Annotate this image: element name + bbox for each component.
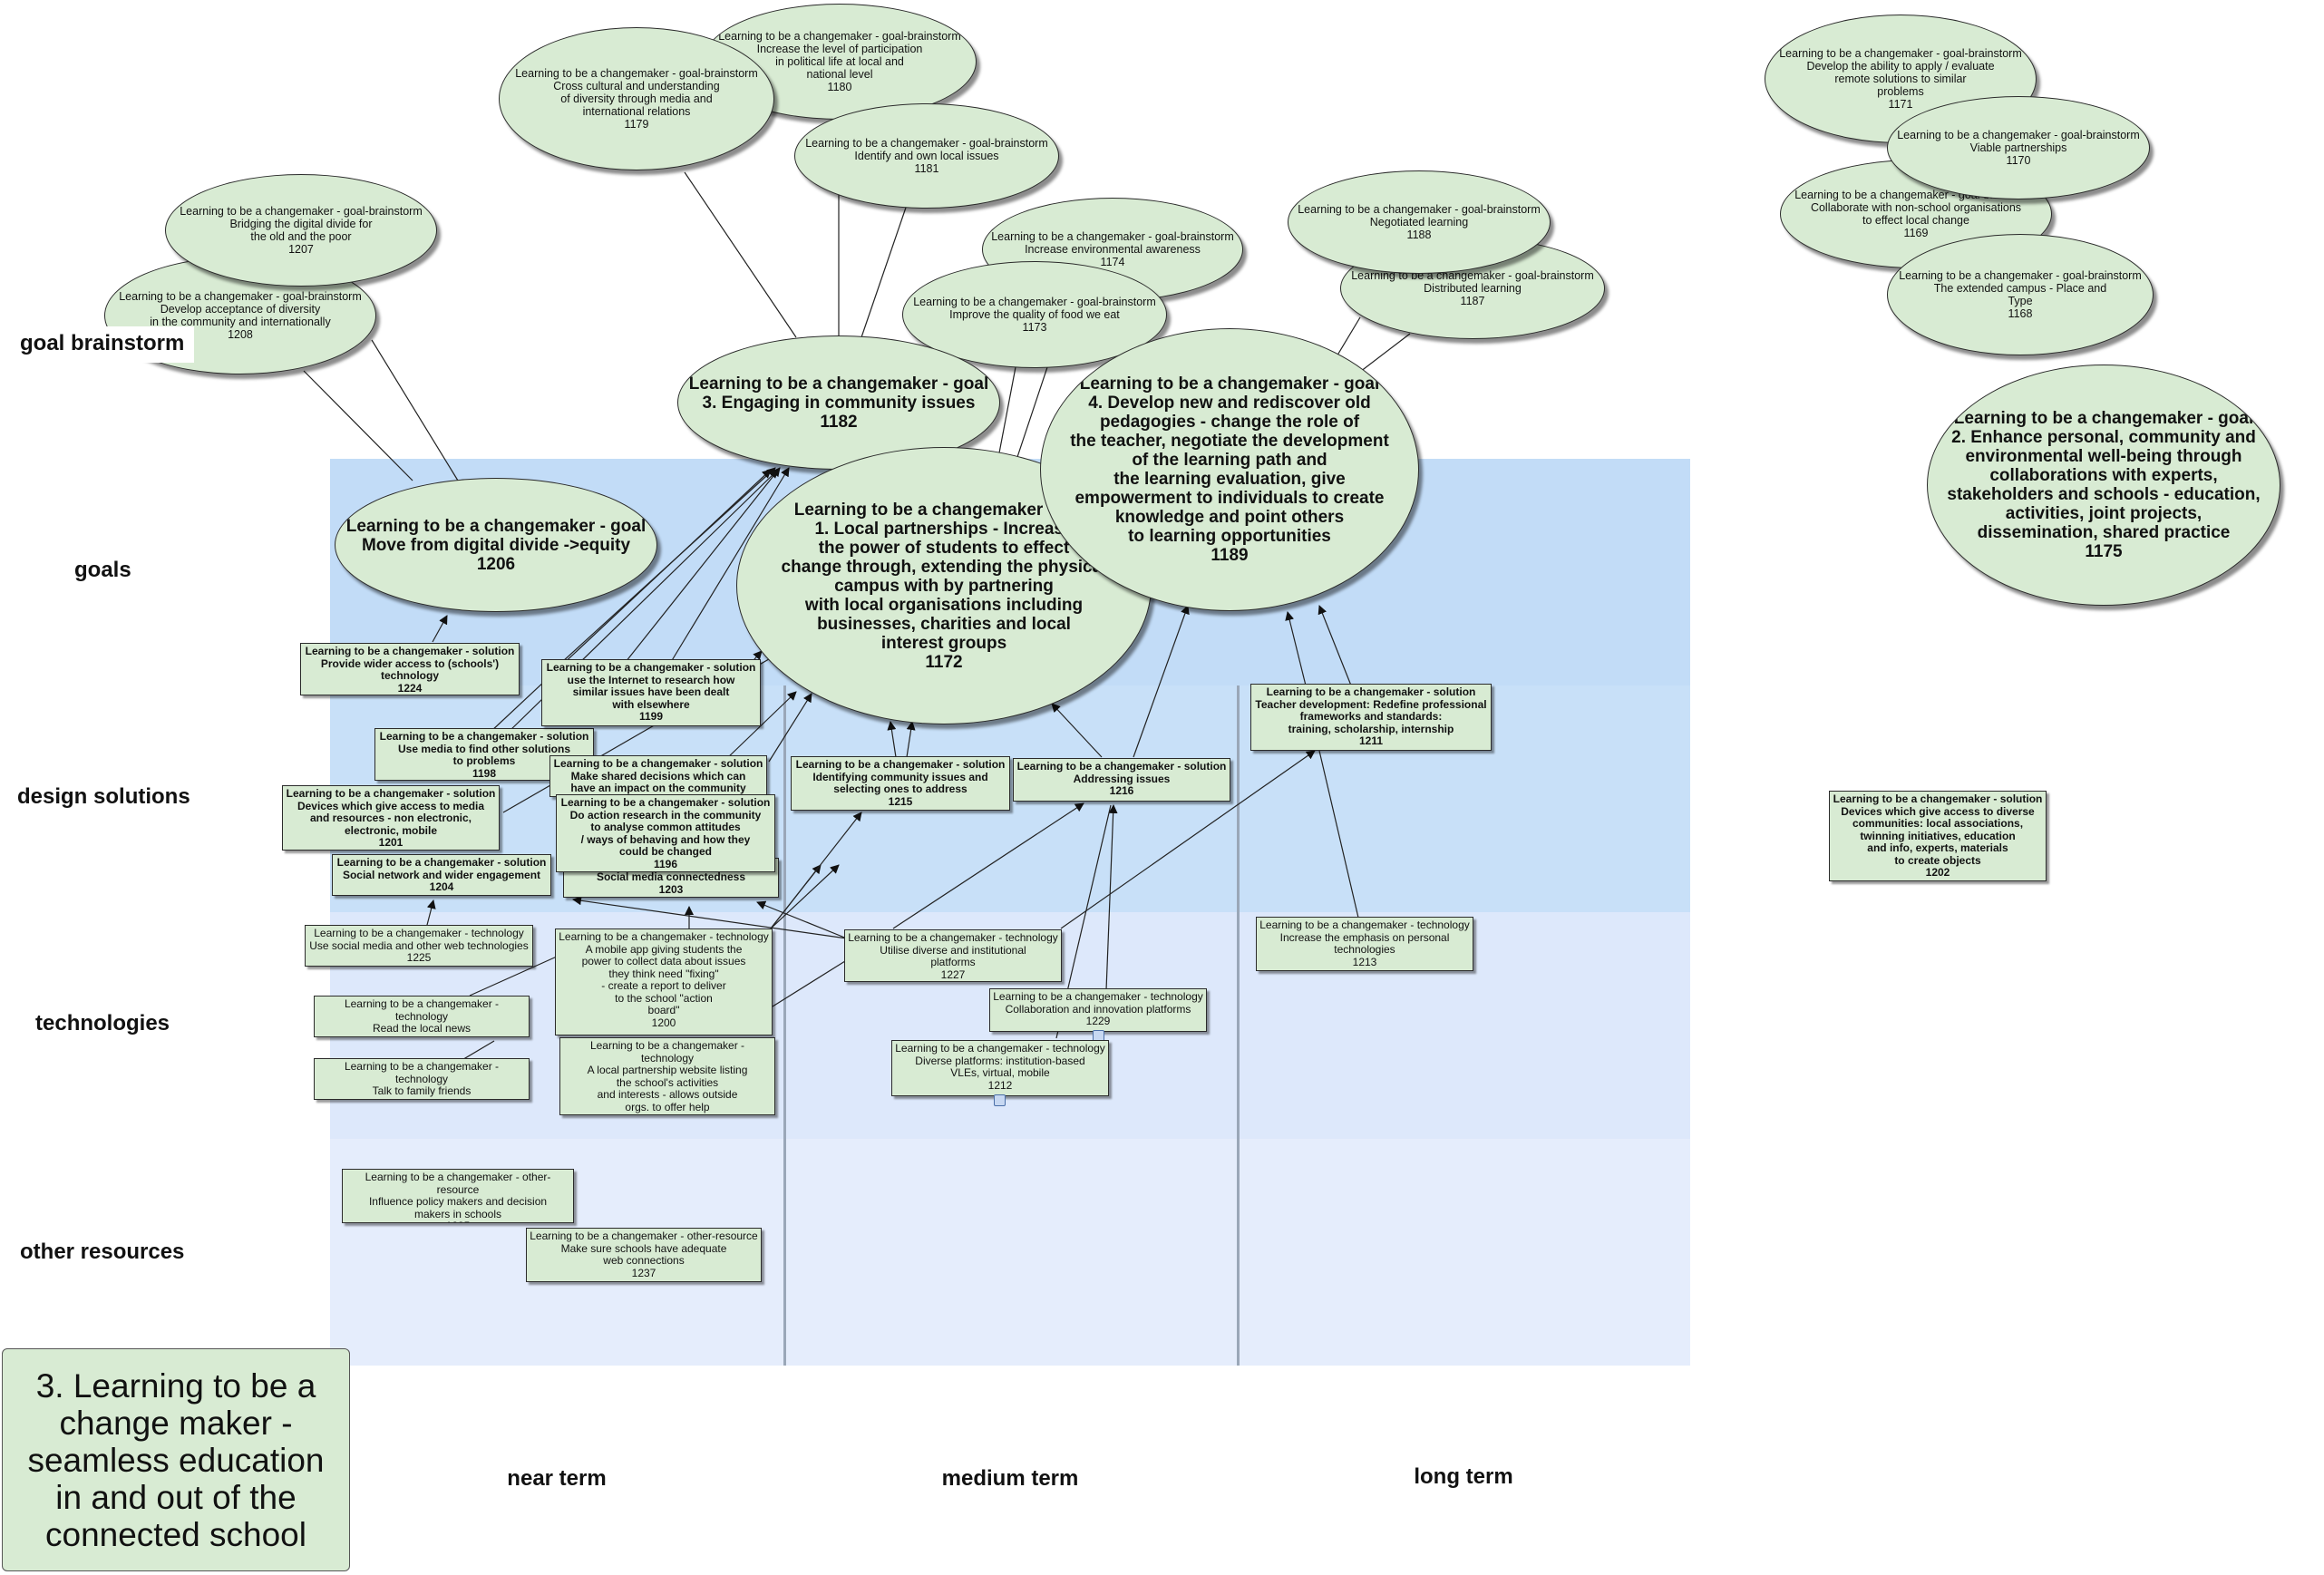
row-label-goals: goals xyxy=(74,558,131,582)
brainstorm-node-1170[interactable]: Learning to be a changemaker - goal-brai… xyxy=(1887,96,2150,199)
goal-brainstorm-label-backdrop xyxy=(13,326,194,363)
goal-node-1189[interactable]: Learning to be a changemaker - goal 4. D… xyxy=(1040,328,1419,611)
column-label-medium-term: medium term xyxy=(941,1466,1079,1491)
brainstorm-node-1188[interactable]: Learning to be a changemaker - goal-brai… xyxy=(1288,170,1551,274)
technology-node-1229[interactable]: Learning to be a changemaker - technolog… xyxy=(989,988,1207,1032)
technology-node-1234[interactable]: Learning to be a changemaker - technolog… xyxy=(314,1058,530,1100)
solution-node-1224[interactable]: Learning to be a changemaker - solution … xyxy=(300,643,520,695)
technology-node-1195[interactable]: Learning to be a changemaker - technolog… xyxy=(559,1037,775,1115)
row-label-design-solutions: design solutions xyxy=(17,784,190,809)
technology-node-1213[interactable]: Learning to be a changemaker - technolog… xyxy=(1256,917,1473,971)
roadmap-title: 3. Learning to be a change maker - seaml… xyxy=(2,1348,350,1571)
goal-node-1182[interactable]: Learning to be a changemaker - goal 3. E… xyxy=(677,335,1000,470)
solution-node-1204[interactable]: Learning to be a changemaker - solution … xyxy=(332,854,551,896)
solution-node-1216[interactable]: Learning to be a changemaker - solution … xyxy=(1013,758,1230,802)
solution-node-1196[interactable]: Learning to be a changemaker - solution … xyxy=(556,794,775,872)
solution-node-1215[interactable]: Learning to be a changemaker - solution … xyxy=(791,756,1010,811)
goal-node-1206[interactable]: Learning to be a changemaker - goal Move… xyxy=(335,478,657,612)
expand-icon-1212[interactable] xyxy=(994,1094,1006,1106)
technology-node-1233[interactable]: Learning to be a changemaker - technolog… xyxy=(314,996,530,1037)
technology-node-1212[interactable]: Learning to be a changemaker - technolog… xyxy=(891,1040,1109,1096)
solution-node-1199[interactable]: Learning to be a changemaker - solution … xyxy=(541,659,761,726)
near-medium-divider xyxy=(783,685,786,1366)
brainstorm-node-1173[interactable]: Learning to be a changemaker - goal-brai… xyxy=(902,261,1167,368)
medium-long-divider xyxy=(1237,685,1240,1366)
brainstorm-node-1181[interactable]: Learning to be a changemaker - goal-brai… xyxy=(794,103,1059,209)
solution-node-1202[interactable]: Learning to be a changemaker - solution … xyxy=(1829,791,2047,881)
technology-node-1200[interactable]: Learning to be a changemaker - technolog… xyxy=(555,928,773,1035)
brainstorm-node-1207[interactable]: Learning to be a changemaker - goal-brai… xyxy=(165,174,437,287)
column-label-near-term: near term xyxy=(507,1466,607,1491)
solution-node-1197[interactable]: Learning to be a changemaker - solution … xyxy=(549,755,767,797)
row-label-technologies: technologies xyxy=(35,1011,170,1035)
solution-node-1211[interactable]: Learning to be a changemaker - solution … xyxy=(1250,684,1492,751)
solution-node-1201[interactable]: Learning to be a changemaker - solution … xyxy=(282,785,500,851)
other-resource-node-1235[interactable]: Learning to be a changemaker - other-res… xyxy=(342,1169,574,1223)
goal-node-1175[interactable]: Learning to be a changemaker - goal 2. E… xyxy=(1927,365,2280,606)
row-label-other-resources: other resources xyxy=(20,1240,185,1264)
technology-node-1227[interactable]: Learning to be a changemaker - technolog… xyxy=(844,929,1062,982)
brainstorm-node-1171[interactable]: Learning to be a changemaker - goal-brai… xyxy=(1765,15,2037,143)
technology-node-1225[interactable]: Learning to be a changemaker - technolog… xyxy=(305,925,533,967)
brainstorm-node-1174[interactable]: Learning to be a changemaker - goal-brai… xyxy=(982,198,1243,301)
column-label-long-term: long term xyxy=(1414,1464,1513,1489)
row-label-goal-brainstorm-front: goal brainstorm xyxy=(20,331,185,355)
brainstorm-node-1168[interactable]: Learning to be a changemaker - goal-brai… xyxy=(1887,234,2154,355)
brainstorm-node-1179[interactable]: Learning to be a changemaker - goal-brai… xyxy=(499,27,774,170)
other-resource-node-1237[interactable]: Learning to be a changemaker - other-res… xyxy=(526,1228,762,1282)
